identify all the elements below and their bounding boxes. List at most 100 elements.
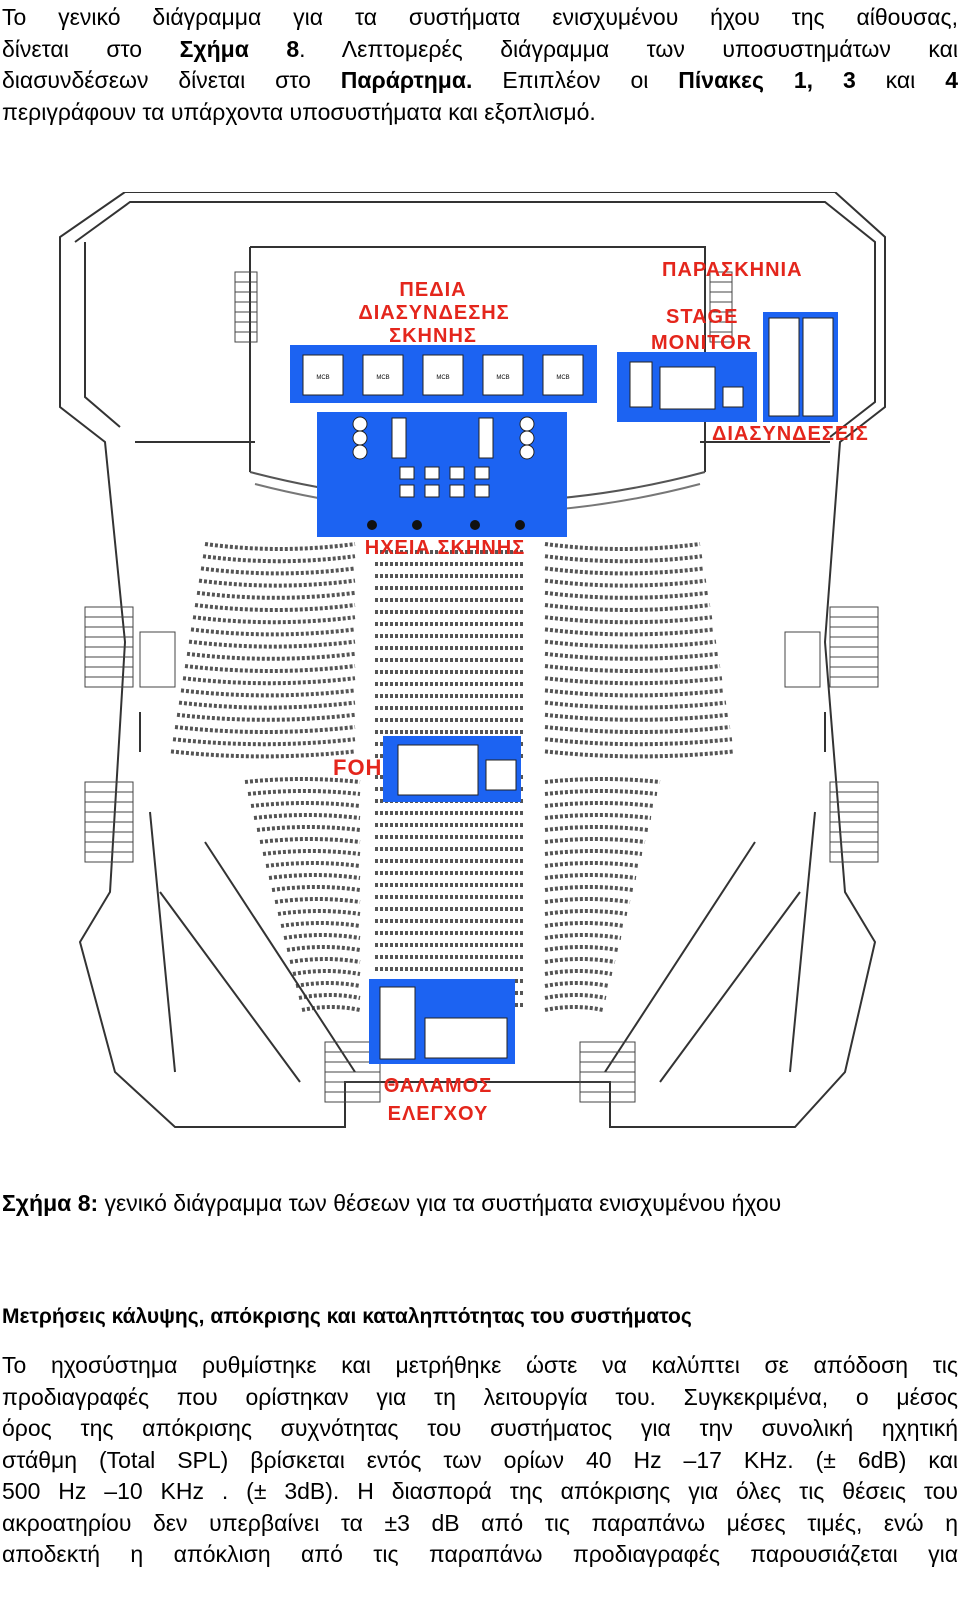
mcb-label: MCB	[556, 375, 569, 381]
stairs	[84, 271, 879, 1103]
seat-row	[544, 700, 727, 710]
seat-row	[204, 542, 356, 551]
seat-row	[170, 749, 356, 759]
seat-row	[544, 566, 705, 576]
seat-row	[292, 969, 361, 976]
body-line-5: 500 Hz –10 KHz . (± 3dB). Η διασπορά της…	[2, 1478, 958, 1504]
figure-caption: Σχήμα 8: γενικό διάγραμμα των θέσεων για…	[2, 1190, 781, 1217]
label-stage-monitor-1: STAGE	[666, 306, 738, 328]
seat-row	[544, 615, 713, 625]
seat-row	[544, 981, 610, 988]
seat-row	[544, 664, 721, 673]
seat-row	[544, 627, 715, 637]
mcb-label: MCB	[496, 375, 509, 381]
mcb-label: MCB	[316, 375, 329, 381]
auditorium-floor-plan: MCB MCB MCB MCB MCB	[59, 192, 886, 1128]
body-line-7: αποδεκτή η απόκλιση από τις παραπάνω προ…	[2, 1541, 958, 1567]
label-control-room-1: ΘΑΛΑΜΟΣ	[384, 1075, 492, 1097]
seat-row	[192, 615, 356, 625]
seat-row	[544, 737, 733, 747]
mcb-panels: MCB MCB MCB MCB MCB	[302, 354, 584, 396]
seat-row	[301, 1005, 361, 1012]
intro-paragraph: Το γενικό διάγραμμα για τα συστήματα ενι…	[2, 2, 958, 128]
body-line-4: στάθμη (Total SPL) βρίσκεται εντός των ο…	[2, 1446, 958, 1473]
seat-row	[544, 873, 637, 880]
seat-row	[283, 933, 361, 940]
seat-row	[544, 676, 723, 686]
seat-row	[244, 777, 361, 784]
seat-row	[200, 566, 356, 576]
intro-line-4: περιγράφουν τα υπάρχοντα υποσυστήματα κα…	[2, 98, 596, 125]
intro-line-3: διασυνδέσεων δίνεται στο Παράρτημα. Επιπ…	[2, 67, 959, 93]
seat-row	[247, 789, 361, 796]
seat-row	[196, 590, 356, 600]
body-line-6: ακροατηρίου δεν υπερβαίνει τα ±3 dB από …	[2, 1509, 958, 1536]
table-4-ref: 4	[945, 67, 959, 93]
seat-row	[259, 837, 361, 844]
seat-row	[544, 837, 646, 844]
seat-row	[190, 627, 356, 637]
foh-equipment	[397, 744, 517, 796]
seat-row	[250, 801, 361, 808]
seat-row	[265, 861, 361, 868]
seat-row	[198, 578, 356, 588]
label-stage-monitor-2: MONITOR	[651, 332, 752, 354]
seat-row	[178, 700, 356, 710]
stage-monitor-equipment	[629, 361, 744, 410]
seat-row	[289, 957, 361, 964]
body-line-2: προδιαγραφές που ορίστηκαν για τη λειτου…	[2, 1383, 958, 1410]
seat-row	[544, 725, 731, 734]
seat-row	[202, 554, 356, 564]
label-stage-fields-2: ΔΙΑΣΥΝΔΕΣΗΣ	[358, 302, 509, 324]
seat-row	[544, 969, 613, 976]
intro-line-2: δίνεται στο Σχήμα 8. Λεπτομερές διάγραμμ…	[2, 35, 958, 62]
seat-row	[544, 801, 655, 808]
stage-speaker-marks	[367, 520, 525, 530]
label-stage-speakers: ΗΧΕΙΑ ΣΚΗΝΗΣ	[365, 537, 525, 559]
seat-row	[176, 712, 356, 722]
seat-row	[182, 676, 356, 686]
seat-row	[544, 688, 725, 698]
seat-row	[544, 578, 707, 588]
seat-row	[277, 909, 361, 916]
seat-row	[544, 909, 628, 916]
seat-row	[544, 712, 729, 722]
seat-row	[544, 861, 640, 868]
seat-row	[544, 945, 619, 952]
label-backstage: ΠΑΡΑΣΚΗΝΙΑ	[662, 259, 803, 281]
seat-row	[544, 789, 658, 796]
appendix-ref: Παράρτημα.	[340, 67, 473, 93]
interconnection-racks	[768, 317, 834, 417]
seat-row	[188, 639, 356, 649]
seat-row	[544, 554, 703, 564]
seat-row	[544, 825, 649, 832]
seat-row	[544, 1005, 604, 1012]
seat-row	[544, 885, 634, 892]
seat-row	[186, 651, 356, 661]
seat-row	[253, 813, 361, 820]
seat-row	[544, 957, 616, 964]
seat-row	[544, 993, 607, 1000]
seat-row	[544, 603, 711, 612]
tables-ref: Πίνακες 1, 3	[678, 67, 856, 93]
seat-row	[194, 603, 356, 612]
section-heading: Μετρήσεις κάλυψης, απόκρισης και καταληπ…	[2, 1305, 692, 1328]
seat-row	[295, 981, 361, 988]
seat-row	[268, 873, 361, 880]
caption-text: γενικό διάγραμμα των θέσεων για τα συστή…	[98, 1190, 782, 1216]
seat-row	[172, 737, 356, 747]
seat-row	[286, 945, 361, 952]
label-foh: FOH	[333, 755, 382, 780]
body-paragraph: Το ηχοσύστημα ρυθμίστηκε και μετρήθηκε ώ…	[2, 1350, 958, 1571]
label-interconnections: ΔΙΑΣΥΝΔΕΣΕΙΣ	[712, 423, 869, 445]
control-room-equipment	[379, 986, 508, 1060]
seat-row	[544, 849, 643, 856]
seat-row	[280, 921, 361, 928]
seat-row	[184, 664, 356, 673]
seat-row	[274, 897, 361, 904]
seat-row	[544, 897, 631, 904]
seat-row	[544, 933, 622, 940]
body-line-1: Το ηχοσύστημα ρυθμίστηκε και μετρήθηκε ώ…	[2, 1352, 958, 1378]
label-control-room-2: ΕΛΕΓΧΟΥ	[388, 1103, 489, 1125]
figure-ref: Σχήμα 8	[179, 35, 300, 62]
